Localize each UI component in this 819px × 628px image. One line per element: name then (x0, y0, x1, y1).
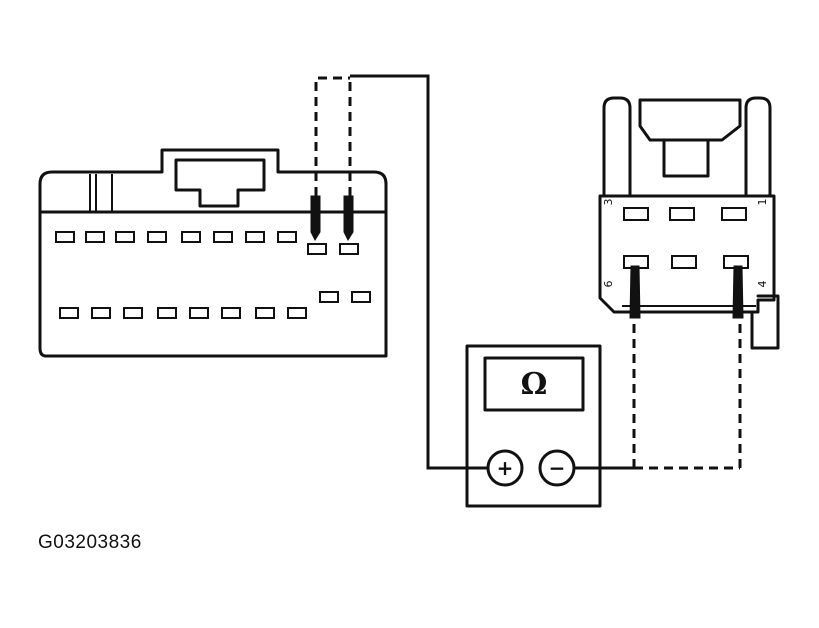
pin-label-1: 1 (756, 199, 769, 206)
positive-lead (350, 74, 488, 470)
pin-label-3: 3 (602, 199, 615, 206)
ohm-symbol: Ω (521, 367, 548, 402)
ohmmeter: Ω + − (465, 344, 602, 508)
plus-terminal (486, 449, 524, 487)
large-connector-top-pins (55, 231, 359, 255)
probe-tip-pin6 (629, 265, 641, 319)
large-connector-bottom-pins (59, 291, 371, 319)
probe-tip-left (310, 195, 321, 242)
small-connector: 3 1 6 4 (598, 96, 780, 350)
probe-tip-right (343, 195, 354, 242)
jumper-leads-large-connector (314, 76, 352, 196)
pin-label-6: 6 (602, 281, 615, 288)
probe-tip-pin4 (732, 265, 744, 319)
jumper-leads-small-connector (632, 318, 742, 470)
figure-id: G03203836 (38, 532, 142, 553)
minus-label: − (549, 456, 566, 480)
large-connector (38, 148, 388, 358)
plus-label: + (497, 456, 514, 480)
pin-label-4: 4 (756, 281, 769, 288)
